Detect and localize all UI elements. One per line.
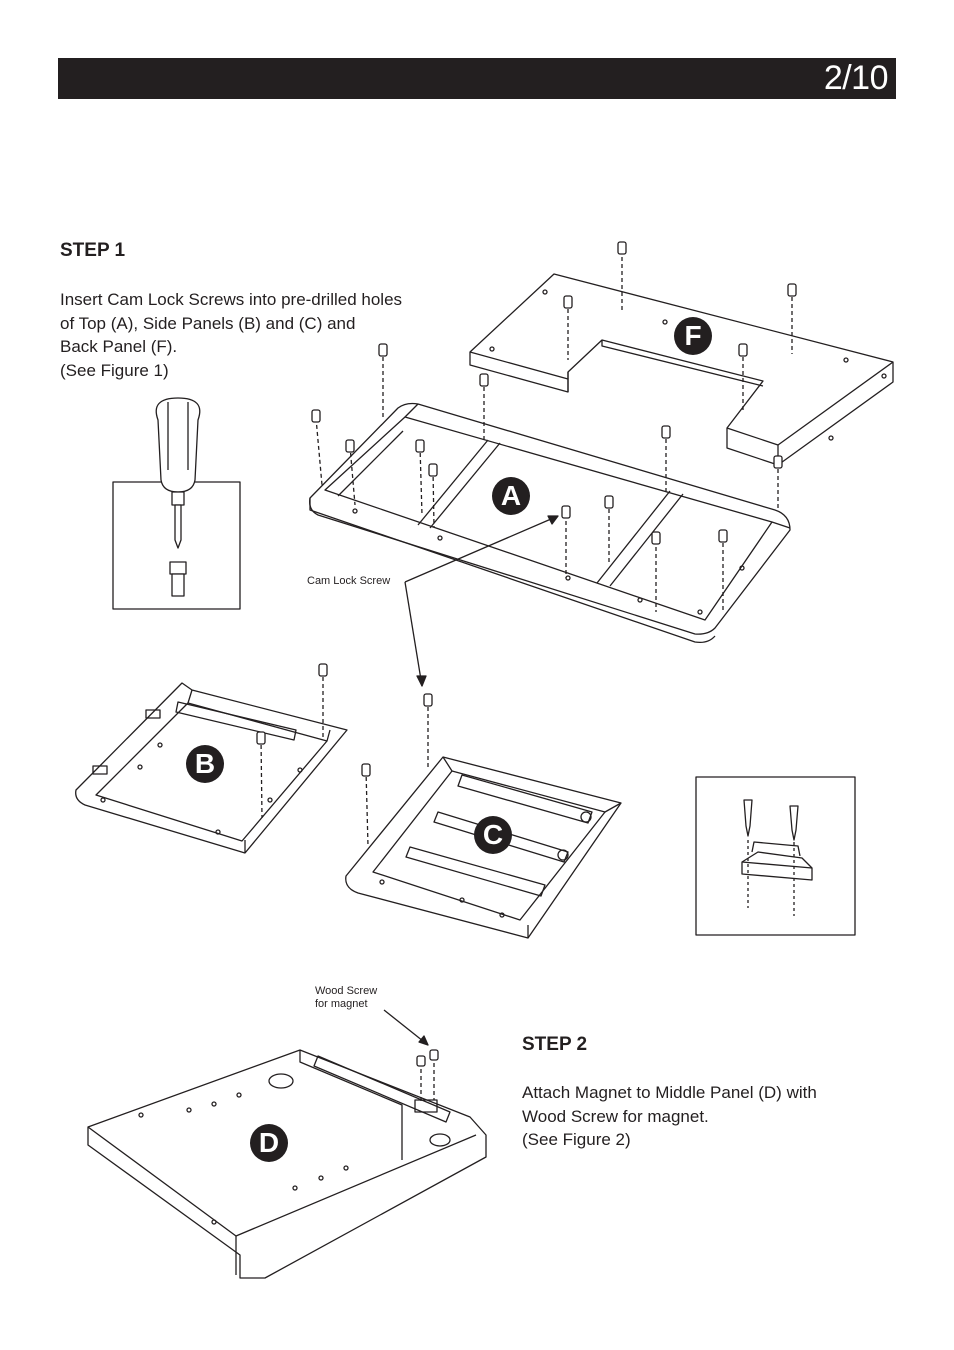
cam-lock-screw-label: Cam Lock Screw: [307, 575, 391, 587]
cam-lock-screws: [260, 250, 793, 1104]
step2-title: STEP 2: [522, 1034, 588, 1055]
figure1-screwdriver: [112, 397, 241, 610]
header-bar: 2/10: [58, 58, 896, 99]
back-panel-f-drawing: [469, 273, 894, 466]
figure2-magnet: [695, 776, 856, 936]
step1-instructions: Insert Cam Lock Screws into pre-drilled …: [60, 290, 403, 380]
wood-screw-label: Wood Screw for magnet: [315, 985, 378, 1010]
cam-lock-screw-heads: [256, 241, 797, 1067]
middle-panel-d-drawing: [87, 1049, 487, 1279]
panel-label-b: B: [186, 745, 224, 783]
leader-arrows: [383, 515, 559, 1046]
page-number: 2/10: [823, 59, 889, 97]
panel-label-d: D: [250, 1124, 288, 1162]
step1-title: STEP 1: [60, 240, 126, 261]
panel-label-f: F: [674, 317, 712, 355]
panel-label-c: C: [474, 816, 512, 854]
panel-label-a: A: [492, 477, 530, 515]
top-panel-a-drawing: [309, 402, 791, 644]
step2-instructions: Attach Magnet to Middle Panel (D) with W…: [522, 1083, 817, 1149]
